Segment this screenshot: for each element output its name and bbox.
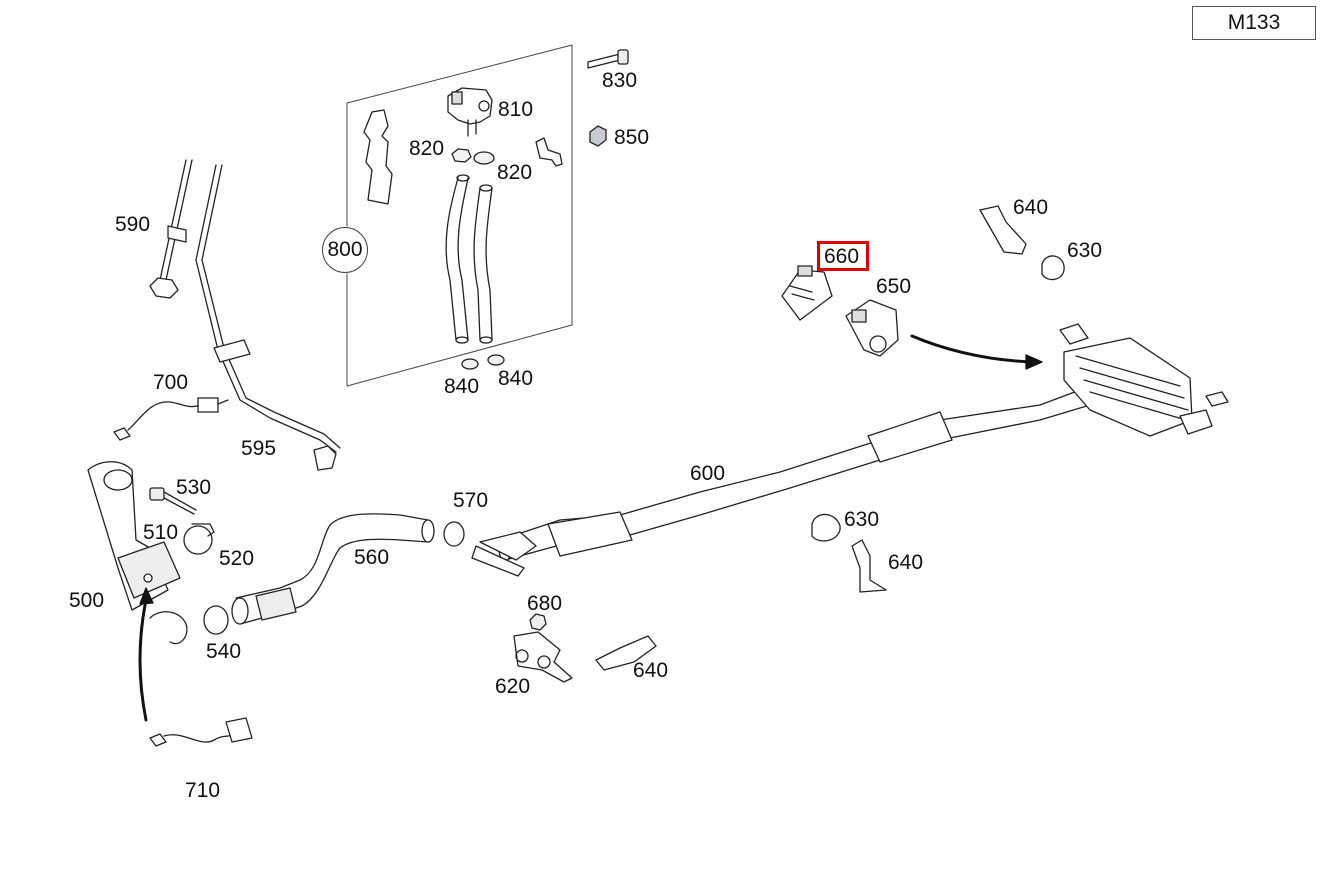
bracket-640b-drawing	[851, 539, 887, 593]
hose-left-drawing	[445, 177, 469, 341]
clamp-520-drawing	[191, 523, 215, 537]
part-label-520[interactable]: 520	[219, 547, 255, 570]
part-label-640c[interactable]: 640	[633, 659, 669, 682]
front-pipe-560-drawing	[231, 513, 435, 625]
bolt-830-drawing	[587, 53, 621, 69]
part-label-530[interactable]: 530	[176, 476, 212, 499]
rear-muffler-drawing	[1059, 323, 1229, 437]
part-label-560[interactable]: 560	[354, 546, 390, 569]
group-callout-800[interactable]: 800	[322, 227, 368, 273]
part-label-600[interactable]: 600	[690, 462, 726, 485]
bolt-530-drawing	[149, 487, 197, 515]
part-label-820b[interactable]: 820	[497, 161, 533, 184]
rubber-hanger-630a-drawing	[1041, 255, 1065, 281]
part-label-500[interactable]: 500	[69, 589, 105, 612]
hose-right-drawing	[473, 187, 493, 341]
part-label-850[interactable]: 850	[614, 126, 650, 149]
highlight-box-660	[817, 241, 869, 271]
bracket-640c-drawing	[595, 635, 657, 671]
part-label-590[interactable]: 590	[115, 213, 151, 236]
bracket-left-drawing	[363, 109, 393, 205]
part-label-640a[interactable]: 640	[1013, 196, 1049, 219]
part-label-660[interactable]: 660	[824, 245, 860, 268]
clamp-840b-drawing	[487, 354, 505, 366]
lambda-sensor-700-drawing	[113, 397, 229, 441]
bracket-620-drawing	[513, 631, 573, 683]
part-label-650[interactable]: 650	[876, 275, 912, 298]
clamp-820b-drawing	[473, 151, 495, 165]
lambda-sensor-710-drawing	[149, 717, 253, 747]
part-label-510[interactable]: 510	[143, 521, 179, 544]
part-label-640b[interactable]: 640	[888, 551, 924, 574]
part-label-680[interactable]: 680	[527, 592, 563, 615]
pressure-sensor-810-drawing	[447, 87, 493, 137]
part-label-810[interactable]: 810	[498, 98, 534, 121]
rod-590-drawing	[149, 159, 193, 299]
clamp-570-drawing	[443, 521, 465, 547]
nut-680-drawing	[529, 613, 547, 631]
arrow-to-catalyst	[138, 598, 148, 722]
sensor-660-drawing	[781, 265, 833, 321]
part-label-840a[interactable]: 840	[444, 375, 480, 398]
part-label-595[interactable]: 595	[241, 437, 277, 460]
part-label-620[interactable]: 620	[495, 675, 531, 698]
clamp-820a-drawing	[451, 148, 472, 163]
part-label-570[interactable]: 570	[453, 489, 489, 512]
part-label-540[interactable]: 540	[206, 640, 242, 663]
clamp-840a-drawing	[461, 358, 479, 370]
part-label-630a[interactable]: 630	[1067, 239, 1103, 262]
sensor-650-drawing	[845, 299, 899, 357]
catalytic-converter-500-drawing	[87, 461, 188, 645]
nut-850-drawing	[589, 125, 607, 147]
bracket-640a-drawing	[979, 205, 1027, 255]
group-800-frame	[346, 44, 573, 387]
rubber-hanger-630b-drawing	[811, 513, 841, 542]
part-label-830[interactable]: 830	[602, 69, 638, 92]
arrow-to-muffler	[910, 334, 1032, 364]
part-label-820a[interactable]: 820	[409, 137, 445, 160]
seal-510-drawing	[183, 525, 213, 555]
part-label-840b[interactable]: 840	[498, 367, 534, 390]
bracket-right-drawing	[535, 137, 563, 167]
clamp-540-drawing	[203, 605, 229, 635]
part-label-710[interactable]: 710	[185, 779, 221, 802]
part-label-630b[interactable]: 630	[844, 508, 880, 531]
engine-code-box: M133	[1192, 6, 1316, 40]
center-pipe-600-drawing	[471, 389, 1091, 577]
rod-595-drawing	[195, 164, 341, 471]
part-label-700[interactable]: 700	[153, 371, 189, 394]
